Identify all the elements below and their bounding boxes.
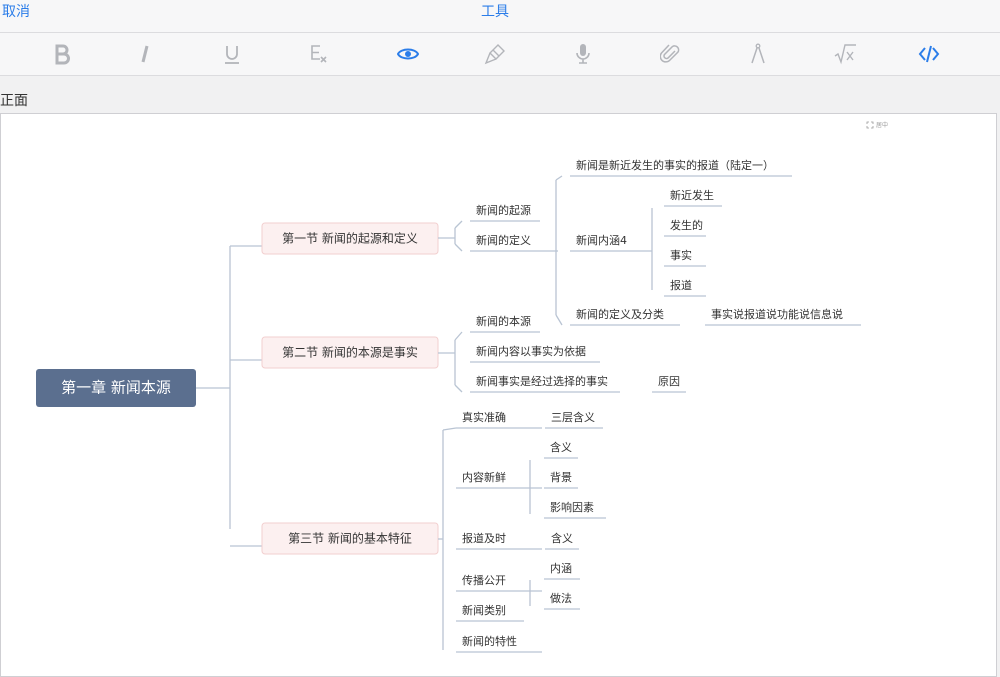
compass-icon[interactable] — [741, 39, 775, 69]
eye-icon[interactable] — [391, 39, 425, 69]
topic-node[interactable]: 报道 — [670, 278, 692, 292]
front-side-label: 正面 — [0, 93, 28, 109]
cancel-button[interactable]: 取消 — [2, 1, 30, 21]
format-toolbar — [0, 33, 1000, 76]
bold-icon[interactable] — [45, 39, 79, 69]
center-view-label: 居中 — [876, 122, 889, 129]
connector — [442, 427, 457, 431]
page-title: 工具 — [481, 4, 509, 20]
topic-node[interactable]: 内涵 — [550, 561, 572, 575]
topic-node[interactable]: 新闻的本源 — [476, 314, 531, 328]
connector — [454, 220, 463, 229]
topic-node[interactable]: 内容新鲜 — [462, 470, 506, 484]
topic-node[interactable]: 含义 — [551, 531, 573, 545]
topic-node[interactable]: 新闻内涵4 — [576, 233, 627, 247]
topic-node[interactable]: 原因 — [658, 375, 680, 388]
code-icon[interactable] — [912, 39, 946, 69]
root-topic-box[interactable] — [36, 369, 196, 407]
topic-node[interactable]: 新闻是新近发生的事实的报道（陆定一） — [576, 158, 774, 172]
topic-node[interactable]: 影响因素 — [550, 501, 594, 514]
topic-node[interactable]: 新闻内容以事实为依据 — [476, 344, 586, 358]
topic-node[interactable]: 真实准确 — [462, 410, 506, 424]
topic-node[interactable]: 事实 — [670, 248, 692, 262]
connector — [454, 331, 463, 341]
sqrt-icon[interactable] — [828, 39, 862, 69]
topic-node[interactable]: 新闻事实是经过选择的事实 — [476, 374, 608, 388]
clear-format-icon[interactable] — [302, 39, 336, 69]
topic-node[interactable]: 事实说报道说功能说信息说 — [711, 307, 843, 321]
topic-node[interactable]: 新闻的起源 — [476, 203, 531, 217]
topic-node[interactable]: 新闻的定义 — [476, 233, 531, 247]
fit-screen-icon — [866, 121, 874, 128]
center-view-control[interactable]: 居中 — [866, 120, 888, 129]
italic-icon[interactable] — [128, 39, 162, 69]
connector — [555, 314, 563, 326]
topic-node[interactable]: 含义 — [550, 440, 572, 454]
brush-icon[interactable] — [478, 39, 512, 69]
topic-node[interactable]: 新近发生 — [670, 188, 714, 202]
topic-node[interactable]: 三层含义 — [551, 410, 595, 424]
paperclip-icon[interactable] — [653, 39, 687, 69]
topic-node[interactable]: 新闻类别 — [462, 603, 506, 617]
connector — [454, 243, 463, 252]
connector — [555, 175, 563, 181]
connector — [454, 384, 463, 393]
section-topic[interactable]: 第三节 新闻的基本特征 — [288, 531, 412, 546]
topic-node[interactable]: 传播公开 — [462, 573, 506, 587]
root-topic[interactable]: 第一章 新闻本源 — [61, 379, 171, 397]
section-topic[interactable]: 第二节 新闻的本源是事实 — [282, 345, 418, 360]
underline-icon[interactable] — [215, 39, 249, 69]
top-bar: 取消 工具 — [0, 0, 1000, 33]
topic-node[interactable]: 新闻的定义及分类 — [576, 307, 664, 321]
topic-node[interactable]: 发生的 — [670, 218, 703, 232]
topic-node[interactable]: 做法 — [550, 591, 572, 605]
topic-node[interactable]: 报道及时 — [462, 531, 506, 545]
microphone-icon[interactable] — [566, 39, 600, 69]
section-topic[interactable]: 第一节 新闻的起源和定义 — [282, 231, 418, 246]
topic-node[interactable]: 背景 — [550, 470, 572, 484]
topic-node[interactable]: 新闻的特性 — [462, 634, 517, 648]
